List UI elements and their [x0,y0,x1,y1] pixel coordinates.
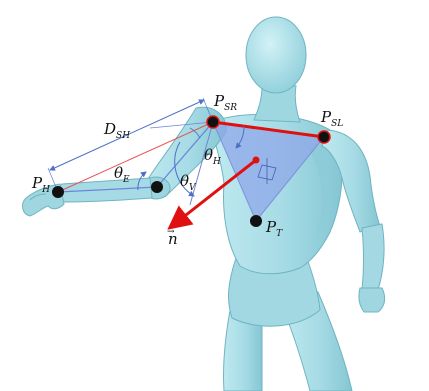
label-theta-e: θE [114,164,130,185]
label-p-sl: PSL [320,108,343,129]
label-p-h: PH [31,174,50,195]
point-p-sr [207,116,219,128]
point-elbow [151,181,163,193]
label-d-sh: DSH [103,120,130,141]
label-theta-v: θV [180,172,197,193]
head [246,17,306,93]
left-forearm [362,224,384,290]
label-p-sr: PSR [213,92,237,113]
mannequin [23,17,385,391]
label-n-vector-accent: → [167,227,175,237]
left-hand [359,288,385,312]
normal-origin-dot [253,157,260,164]
point-p-h [52,186,64,198]
point-p-sl [318,131,330,143]
point-p-t [250,215,262,227]
